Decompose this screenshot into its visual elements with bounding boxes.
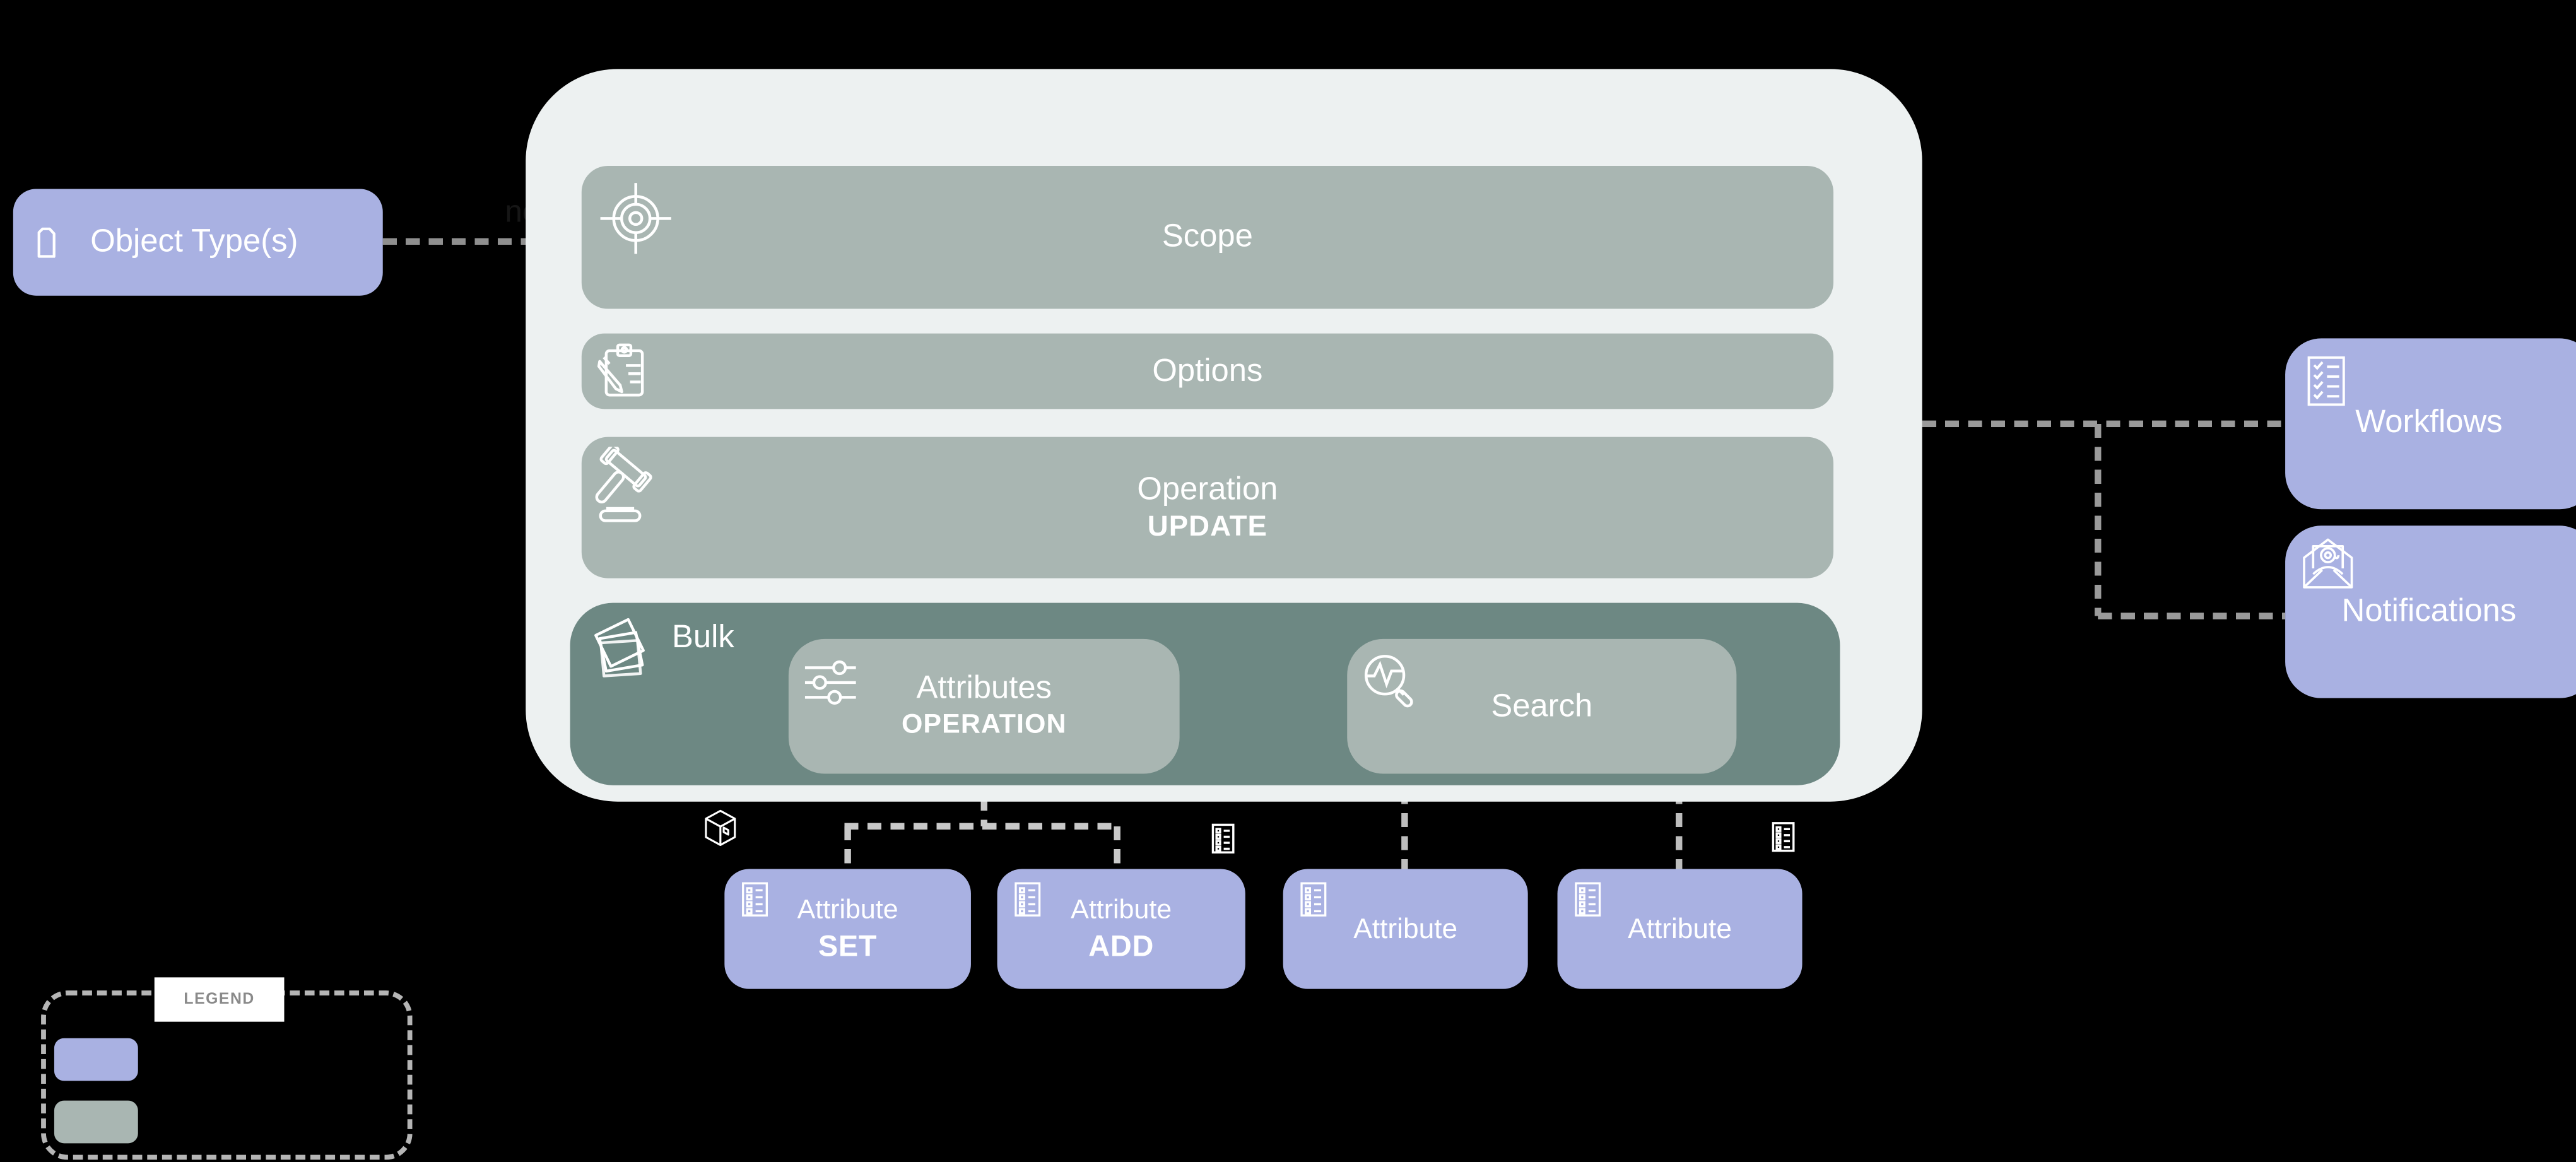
edge-branch-to-notifications [2098, 613, 2286, 619]
box-attribute-3: Attribute [1283, 869, 1528, 989]
box-attribute-add-label: Attribute [1071, 895, 1172, 925]
row-operation-label: Operation [1137, 471, 1278, 508]
gavel-icon [590, 447, 672, 529]
legend-swatch-sage [54, 1100, 138, 1144]
box-notifications-label: Notifications [2341, 593, 2517, 630]
box-attribute-add-sublabel: ADD [1088, 929, 1155, 963]
box-workflows-label: Workflows [2355, 404, 2503, 440]
box-object-types: Object Type(s) [13, 189, 383, 296]
box-attribute-add: Attribute ADD [997, 869, 1245, 989]
form-list-icon [1014, 881, 1042, 918]
edge-to-attribute-3 [1401, 767, 1408, 871]
checklist-icon [2307, 355, 2346, 407]
edge-to-attribute-set [844, 826, 850, 871]
form-list-icon [1574, 881, 1602, 918]
row-options: Options [581, 333, 1834, 409]
clipboard-pencil-icon [591, 338, 657, 404]
edge-attributes-crossbar [844, 823, 1120, 829]
edge-to-attribute-add [1114, 826, 1120, 871]
box-attribute-set-label: Attribute [797, 895, 898, 925]
section-bulk: Bulk Attributes OPERATION [570, 602, 1840, 785]
box-attribute-4-label: Attribute [1628, 913, 1732, 945]
row-scope-label: Scope [1162, 218, 1253, 255]
box-notifications: Notifications [2285, 525, 2576, 698]
box-object-types-label: Object Type(s) [90, 223, 298, 260]
target-icon [598, 180, 674, 256]
stacked-papers-icon [590, 614, 659, 683]
form-list-icon [1771, 821, 1796, 852]
box-attributes-label: Attributes [916, 670, 1052, 707]
package-icon [703, 808, 738, 847]
sliders-icon [803, 660, 859, 705]
row-scope: Scope [581, 165, 1834, 309]
box-workflows: Workflows [2285, 338, 2576, 510]
row-operation: Operation UPDATE [581, 437, 1834, 578]
form-list-icon [1300, 881, 1327, 918]
box-attribute-set: Attribute SET [724, 869, 971, 989]
form-list-icon [741, 881, 768, 918]
box-attribute-set-sublabel: SET [818, 929, 878, 963]
row-operation-sublabel: UPDATE [1147, 509, 1268, 543]
legend-title: LEGEND [154, 977, 285, 1022]
edge-objecttype-to-scope [382, 238, 589, 244]
edge-branch-down [2095, 423, 2101, 616]
row-options-label: Options [1152, 352, 1263, 389]
edge-container-to-workflows [1922, 420, 2286, 426]
box-attributes: Attributes OPERATION [788, 638, 1180, 774]
box-attributes-sublabel: OPERATION [901, 709, 1067, 739]
section-bulk-label: Bulk [672, 619, 734, 655]
box-search: Search [1347, 638, 1737, 774]
form-list-icon [1211, 823, 1235, 854]
edge-to-attribute-4 [1676, 767, 1682, 871]
legend-swatch-purple [54, 1038, 138, 1081]
folder-icon [35, 221, 78, 264]
box-attribute-3-label: Attribute [1353, 913, 1458, 945]
mail-at-icon [2300, 536, 2356, 592]
box-search-label: Search [1491, 687, 1593, 724]
search-pulse-icon [1360, 652, 1421, 713]
box-attribute-4: Attribute [1557, 869, 1803, 989]
